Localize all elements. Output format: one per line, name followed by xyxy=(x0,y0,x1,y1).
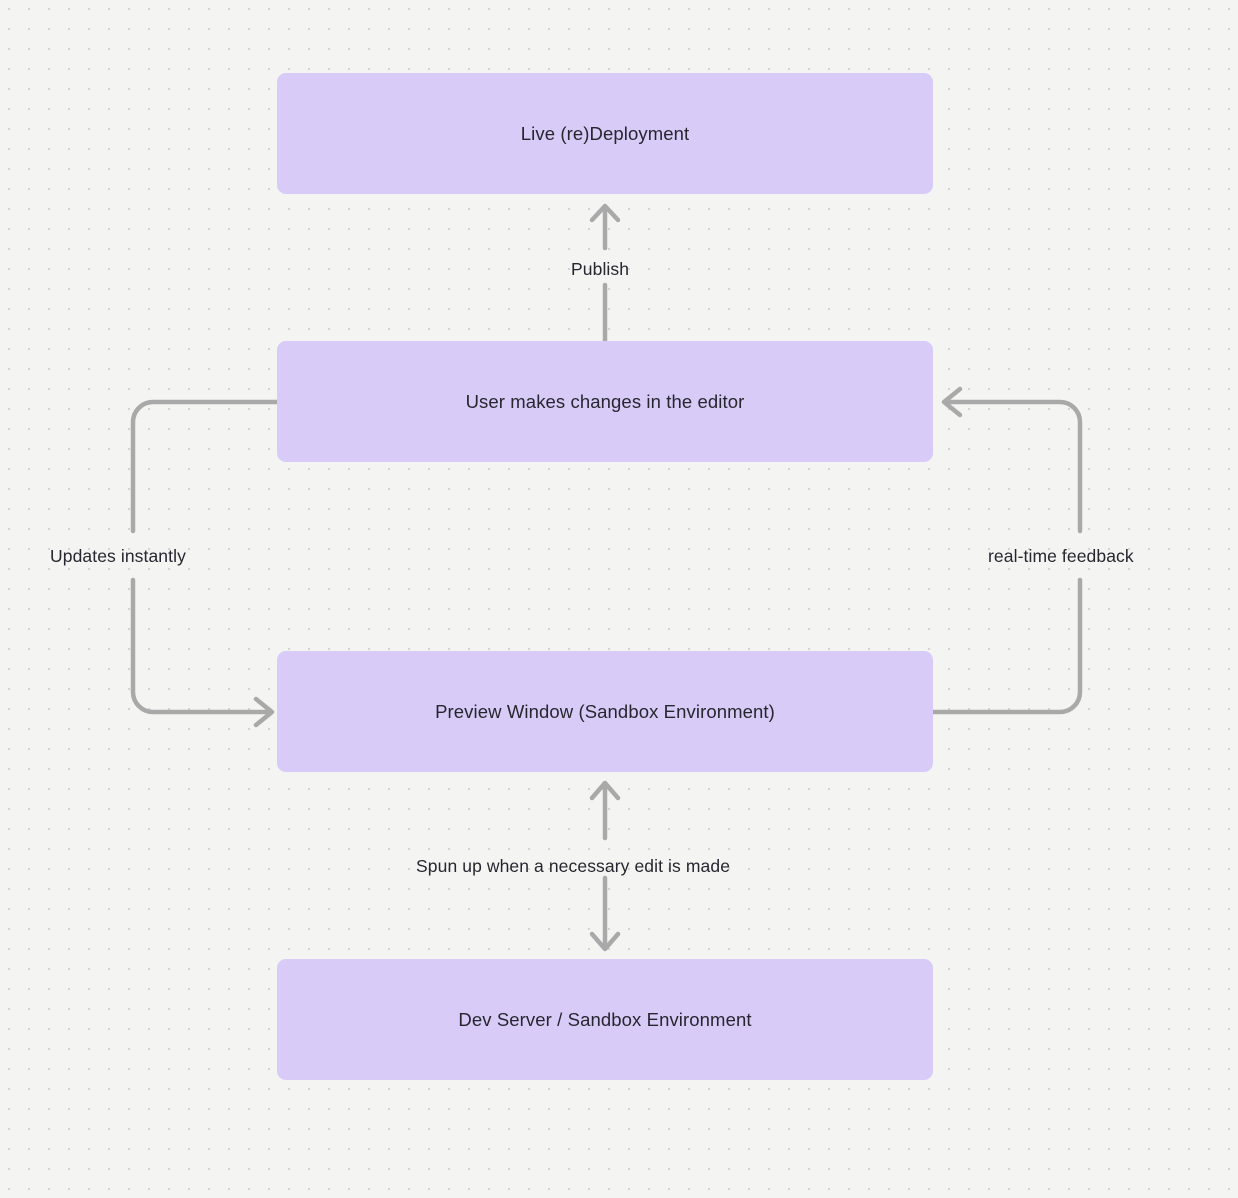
node-dev-server[interactable]: Dev Server / Sandbox Environment xyxy=(277,959,933,1080)
node-label: Dev Server / Sandbox Environment xyxy=(458,1008,752,1030)
node-user-edits[interactable]: User makes changes in the editor xyxy=(277,341,933,462)
node-label: User makes changes in the editor xyxy=(465,390,745,412)
edge-label-real-time-feedback: real-time feedback xyxy=(988,546,1134,566)
node-label: Live (re)Deployment xyxy=(520,122,690,144)
node-preview-window[interactable]: Preview Window (Sandbox Environment) xyxy=(277,651,933,772)
edge-label-updates-instantly: Updates instantly xyxy=(50,546,186,566)
node-label: Preview Window (Sandbox Environment) xyxy=(435,700,775,722)
node-live-deployment[interactable]: Live (re)Deployment xyxy=(277,73,933,194)
edge-label-publish: Publish xyxy=(571,259,630,279)
edge-label-spun-up: Spun up when a necessary edit is made xyxy=(416,856,731,876)
